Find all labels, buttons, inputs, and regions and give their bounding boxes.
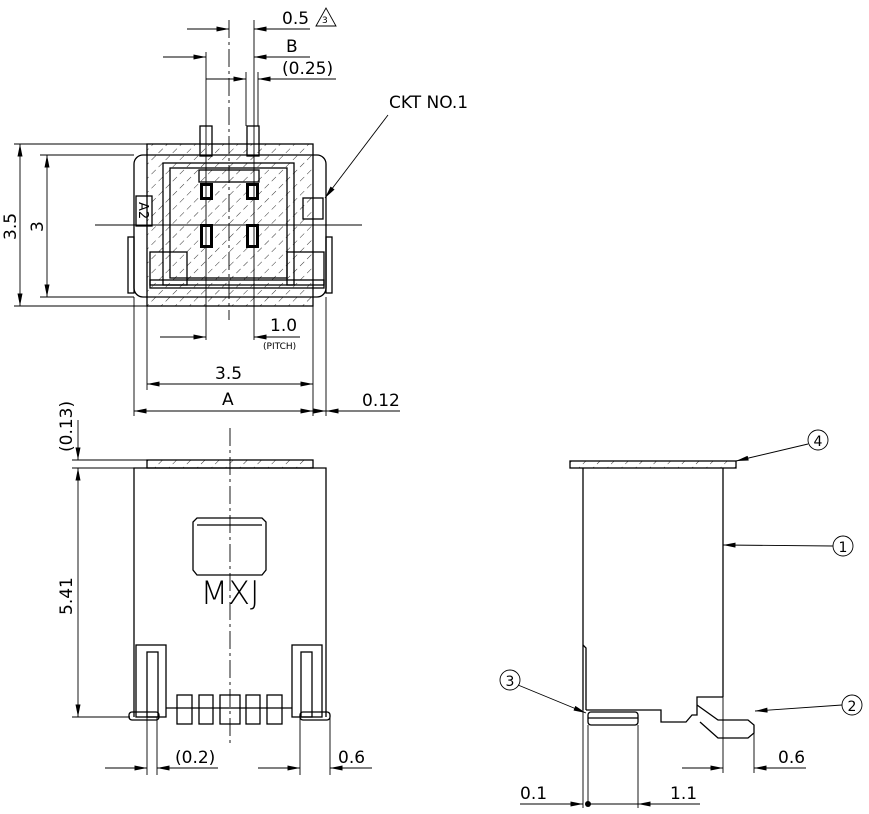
svg-text:2: 2 [848, 699, 857, 715]
svg-text:1: 1 [839, 540, 848, 556]
balloon-3 [499, 669, 521, 691]
terminal [198, 694, 214, 725]
dim-pitch: 1.0 [270, 316, 297, 336]
dim-height-3: 3 [28, 221, 48, 232]
balloon-1 [832, 535, 854, 557]
shell-outline [133, 154, 327, 298]
dim-0-5: 0.5 [282, 9, 309, 29]
revision-mark: 3 [322, 16, 328, 26]
dim-0-1: 0.1 [520, 784, 547, 804]
dim-5-41: 5.41 [57, 577, 77, 615]
dim-0-2: (0.2) [175, 748, 215, 768]
window [192, 517, 267, 576]
dim-0-12: 0.12 [362, 391, 400, 411]
terminal [176, 694, 193, 725]
cavity-outline [162, 162, 295, 286]
dim-0-6-side: 0.6 [778, 748, 805, 768]
dim-b: B [286, 37, 298, 57]
pitch-label: (PITCH) [263, 342, 296, 352]
dim-0-6: 0.6 [338, 748, 365, 768]
svg-text:4: 4 [814, 434, 823, 450]
dim-1-1: 1.1 [670, 784, 697, 804]
dim-0-25: (0.25) [282, 59, 333, 79]
terminal [245, 694, 261, 725]
a2-label: A2 [135, 202, 150, 219]
terminal [266, 694, 283, 725]
side-view: 4 1 2 3 0.6 0.1 1.1 [499, 429, 863, 808]
dim-height-3-5: 3.5 [1, 213, 21, 240]
cavity-inner [169, 167, 288, 279]
balloon-4 [807, 429, 829, 451]
body-outline [582, 468, 724, 710]
cover-plate [569, 460, 737, 469]
pin [246, 125, 260, 157]
dim-a: A [222, 390, 234, 410]
front-view: MXJ (0.13) 5.41 (0.2) 0. [57, 401, 372, 775]
top-view: A2 0.5 3 B (0.25) CKT NO.1 [1, 7, 468, 416]
balloon-2 [841, 694, 863, 716]
svg-text:3: 3 [506, 674, 515, 690]
dim-width-3-5: 3.5 [215, 364, 242, 384]
ckt-no-1-label: CKT NO.1 [389, 93, 468, 113]
dim-0-13: (0.13) [57, 401, 77, 452]
